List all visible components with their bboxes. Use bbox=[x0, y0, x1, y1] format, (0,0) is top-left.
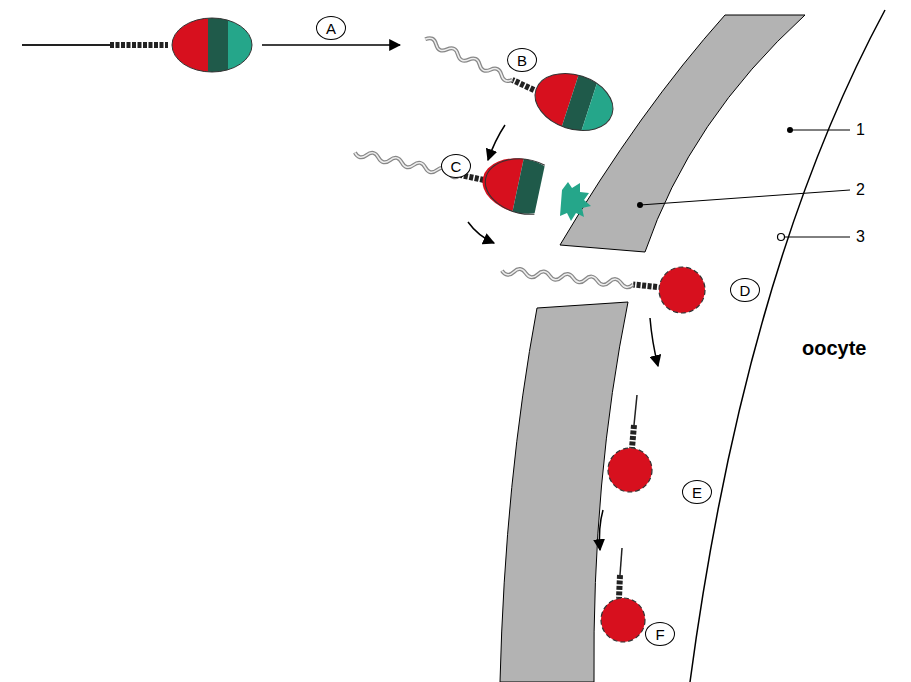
sperm-incorporated bbox=[601, 548, 645, 642]
step-letter: B bbox=[517, 53, 527, 68]
step-arrow bbox=[488, 125, 505, 160]
sperm-penetrating bbox=[501, 267, 705, 313]
leader-line bbox=[790, 130, 850, 131]
step-arrow bbox=[650, 318, 658, 366]
zona-pellucida bbox=[560, 15, 805, 252]
region-label: oocyte bbox=[800, 337, 868, 359]
step-arrow bbox=[262, 44, 400, 46]
step-letter-circle: D bbox=[730, 278, 760, 302]
step-letter-circle: E bbox=[682, 480, 712, 504]
step-letter-circle: B bbox=[507, 48, 537, 72]
leader-dot bbox=[637, 202, 643, 208]
callout-number: 2 bbox=[854, 181, 867, 199]
step-letter: D bbox=[740, 283, 751, 298]
step-letter: A bbox=[326, 21, 336, 36]
leader-line bbox=[640, 190, 850, 205]
leader-dot bbox=[787, 127, 793, 133]
oocyte-membrane bbox=[690, 10, 885, 682]
step-arrow bbox=[468, 222, 494, 243]
step-arrow bbox=[599, 510, 603, 550]
callout-number: 1 bbox=[854, 121, 867, 139]
leader-dot bbox=[778, 234, 785, 241]
sperm-fusing bbox=[608, 395, 652, 492]
sperm-bound bbox=[424, 36, 627, 145]
step-letter: C bbox=[451, 159, 462, 174]
leader-line bbox=[783, 237, 850, 238]
callout-number: 3 bbox=[854, 228, 867, 246]
step-letter: F bbox=[655, 627, 664, 642]
step-letter: E bbox=[692, 485, 702, 500]
sperm-intact bbox=[22, 15, 258, 75]
step-letter-circle: C bbox=[441, 154, 471, 178]
sperm-acrosome-reaction bbox=[354, 148, 591, 221]
step-letter-circle: F bbox=[645, 622, 675, 646]
step-letter-circle: A bbox=[316, 16, 346, 40]
